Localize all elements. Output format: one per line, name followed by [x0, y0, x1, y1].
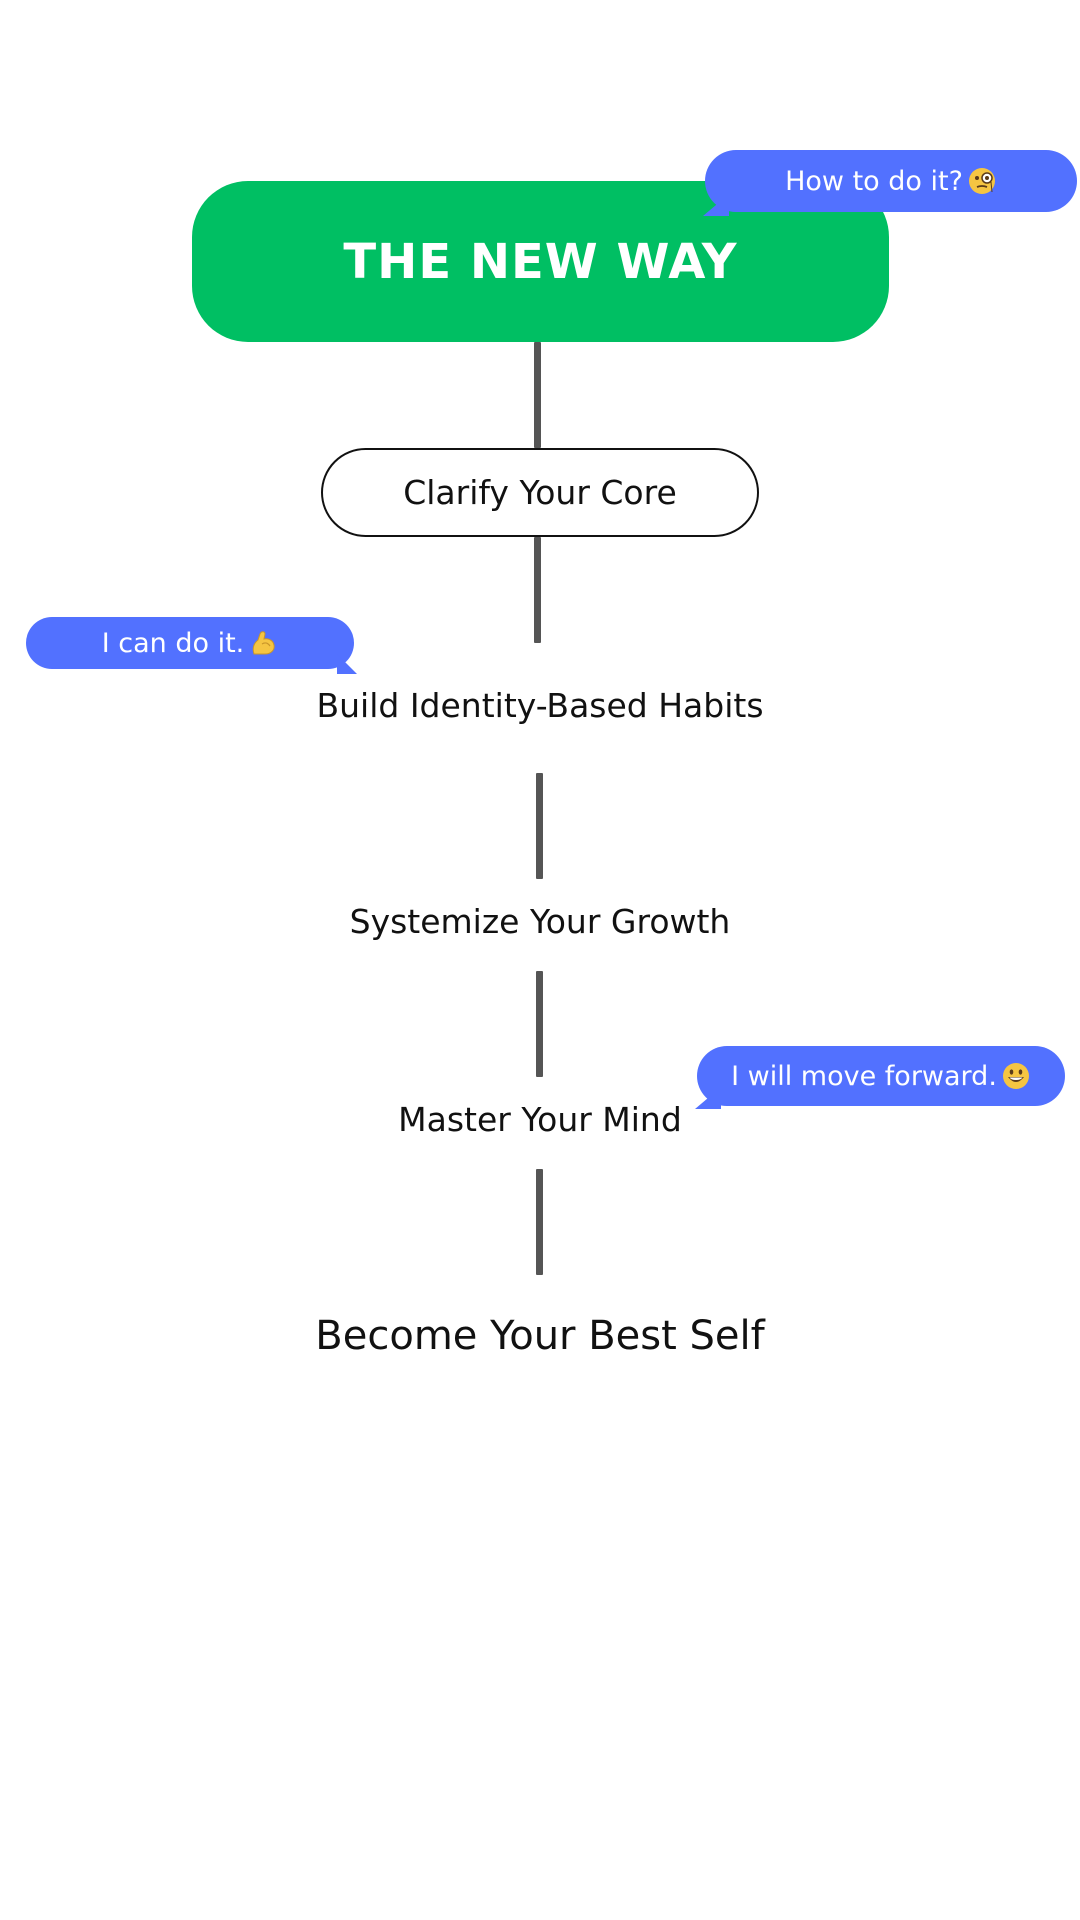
chat-bubble-move-forward: I will move forward.: [695, 1046, 1065, 1109]
bubble-text: I will move forward.: [731, 1060, 997, 1092]
bubble-text: How to do it?: [785, 165, 963, 197]
step-4: Master Your Mind: [0, 1100, 1080, 1139]
bubble-tail: [703, 194, 729, 216]
monocle-face-icon: [967, 166, 997, 196]
step-1-label: Clarify Your Core: [403, 473, 677, 512]
step-2: Build Identity-Based Habits: [0, 686, 1080, 725]
connector-step-4-to-step-5: [536, 1169, 543, 1275]
flexed-biceps-icon: [248, 628, 278, 658]
diagram-title: THE NEW WAY: [343, 233, 738, 290]
chat-bubble-how: How to do it?: [703, 150, 1077, 216]
step-4-label: Master Your Mind: [398, 1100, 682, 1139]
connector-title-to-step-1: [534, 342, 541, 448]
step-3-label: Systemize Your Growth: [349, 902, 731, 941]
bubble-tail: [337, 654, 357, 674]
grinning-face-icon: [1001, 1061, 1031, 1091]
step-2-label: Build Identity-Based Habits: [316, 686, 764, 725]
bubble-tail: [695, 1087, 721, 1109]
connector-step-1-to-step-2: [534, 537, 541, 643]
step-5-label: Become Your Best Self: [315, 1313, 765, 1359]
step-1-pill: Clarify Your Core: [321, 448, 759, 537]
connector-step-3-to-step-4: [536, 971, 543, 1077]
bubble-text: I can do it.: [101, 627, 245, 659]
connector-step-2-to-step-3: [536, 773, 543, 879]
chat-bubble-can-do: I can do it.: [26, 617, 357, 674]
step-3: Systemize Your Growth: [0, 902, 1080, 941]
step-5: Become Your Best Self: [0, 1313, 1080, 1359]
